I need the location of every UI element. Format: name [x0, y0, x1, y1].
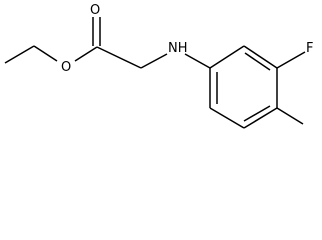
ring-double-bond-2 — [243, 105, 271, 122]
ring-bond-5 — [209, 107, 245, 129]
bond-nh-ring — [184, 53, 211, 69]
ring-bond-2 — [243, 45, 278, 69]
bond-ring-fluorine — [276, 51, 306, 69]
ring-bond-1 — [209, 45, 245, 69]
chemical-structure: O O NH F — [4, 3, 314, 129]
bond-ethyl-terminal — [4, 45, 35, 64]
ring-double-bond-1 — [244, 52, 271, 71]
fluorine-label: F — [306, 41, 313, 56]
ester-oxygen-label: O — [61, 60, 71, 75]
bond-ring-methyl — [276, 107, 304, 125]
bond-carbonyl-alpha — [96, 46, 142, 69]
ring-bond-4 — [243, 107, 278, 129]
carbonyl-oxygen-label: O — [90, 3, 100, 18]
bond-ethyl-ch2 — [33, 45, 58, 62]
amine-label: NH — [168, 41, 188, 56]
bond-ester-o-left — [74, 46, 98, 62]
bond-alpha-nh — [140, 53, 168, 69]
